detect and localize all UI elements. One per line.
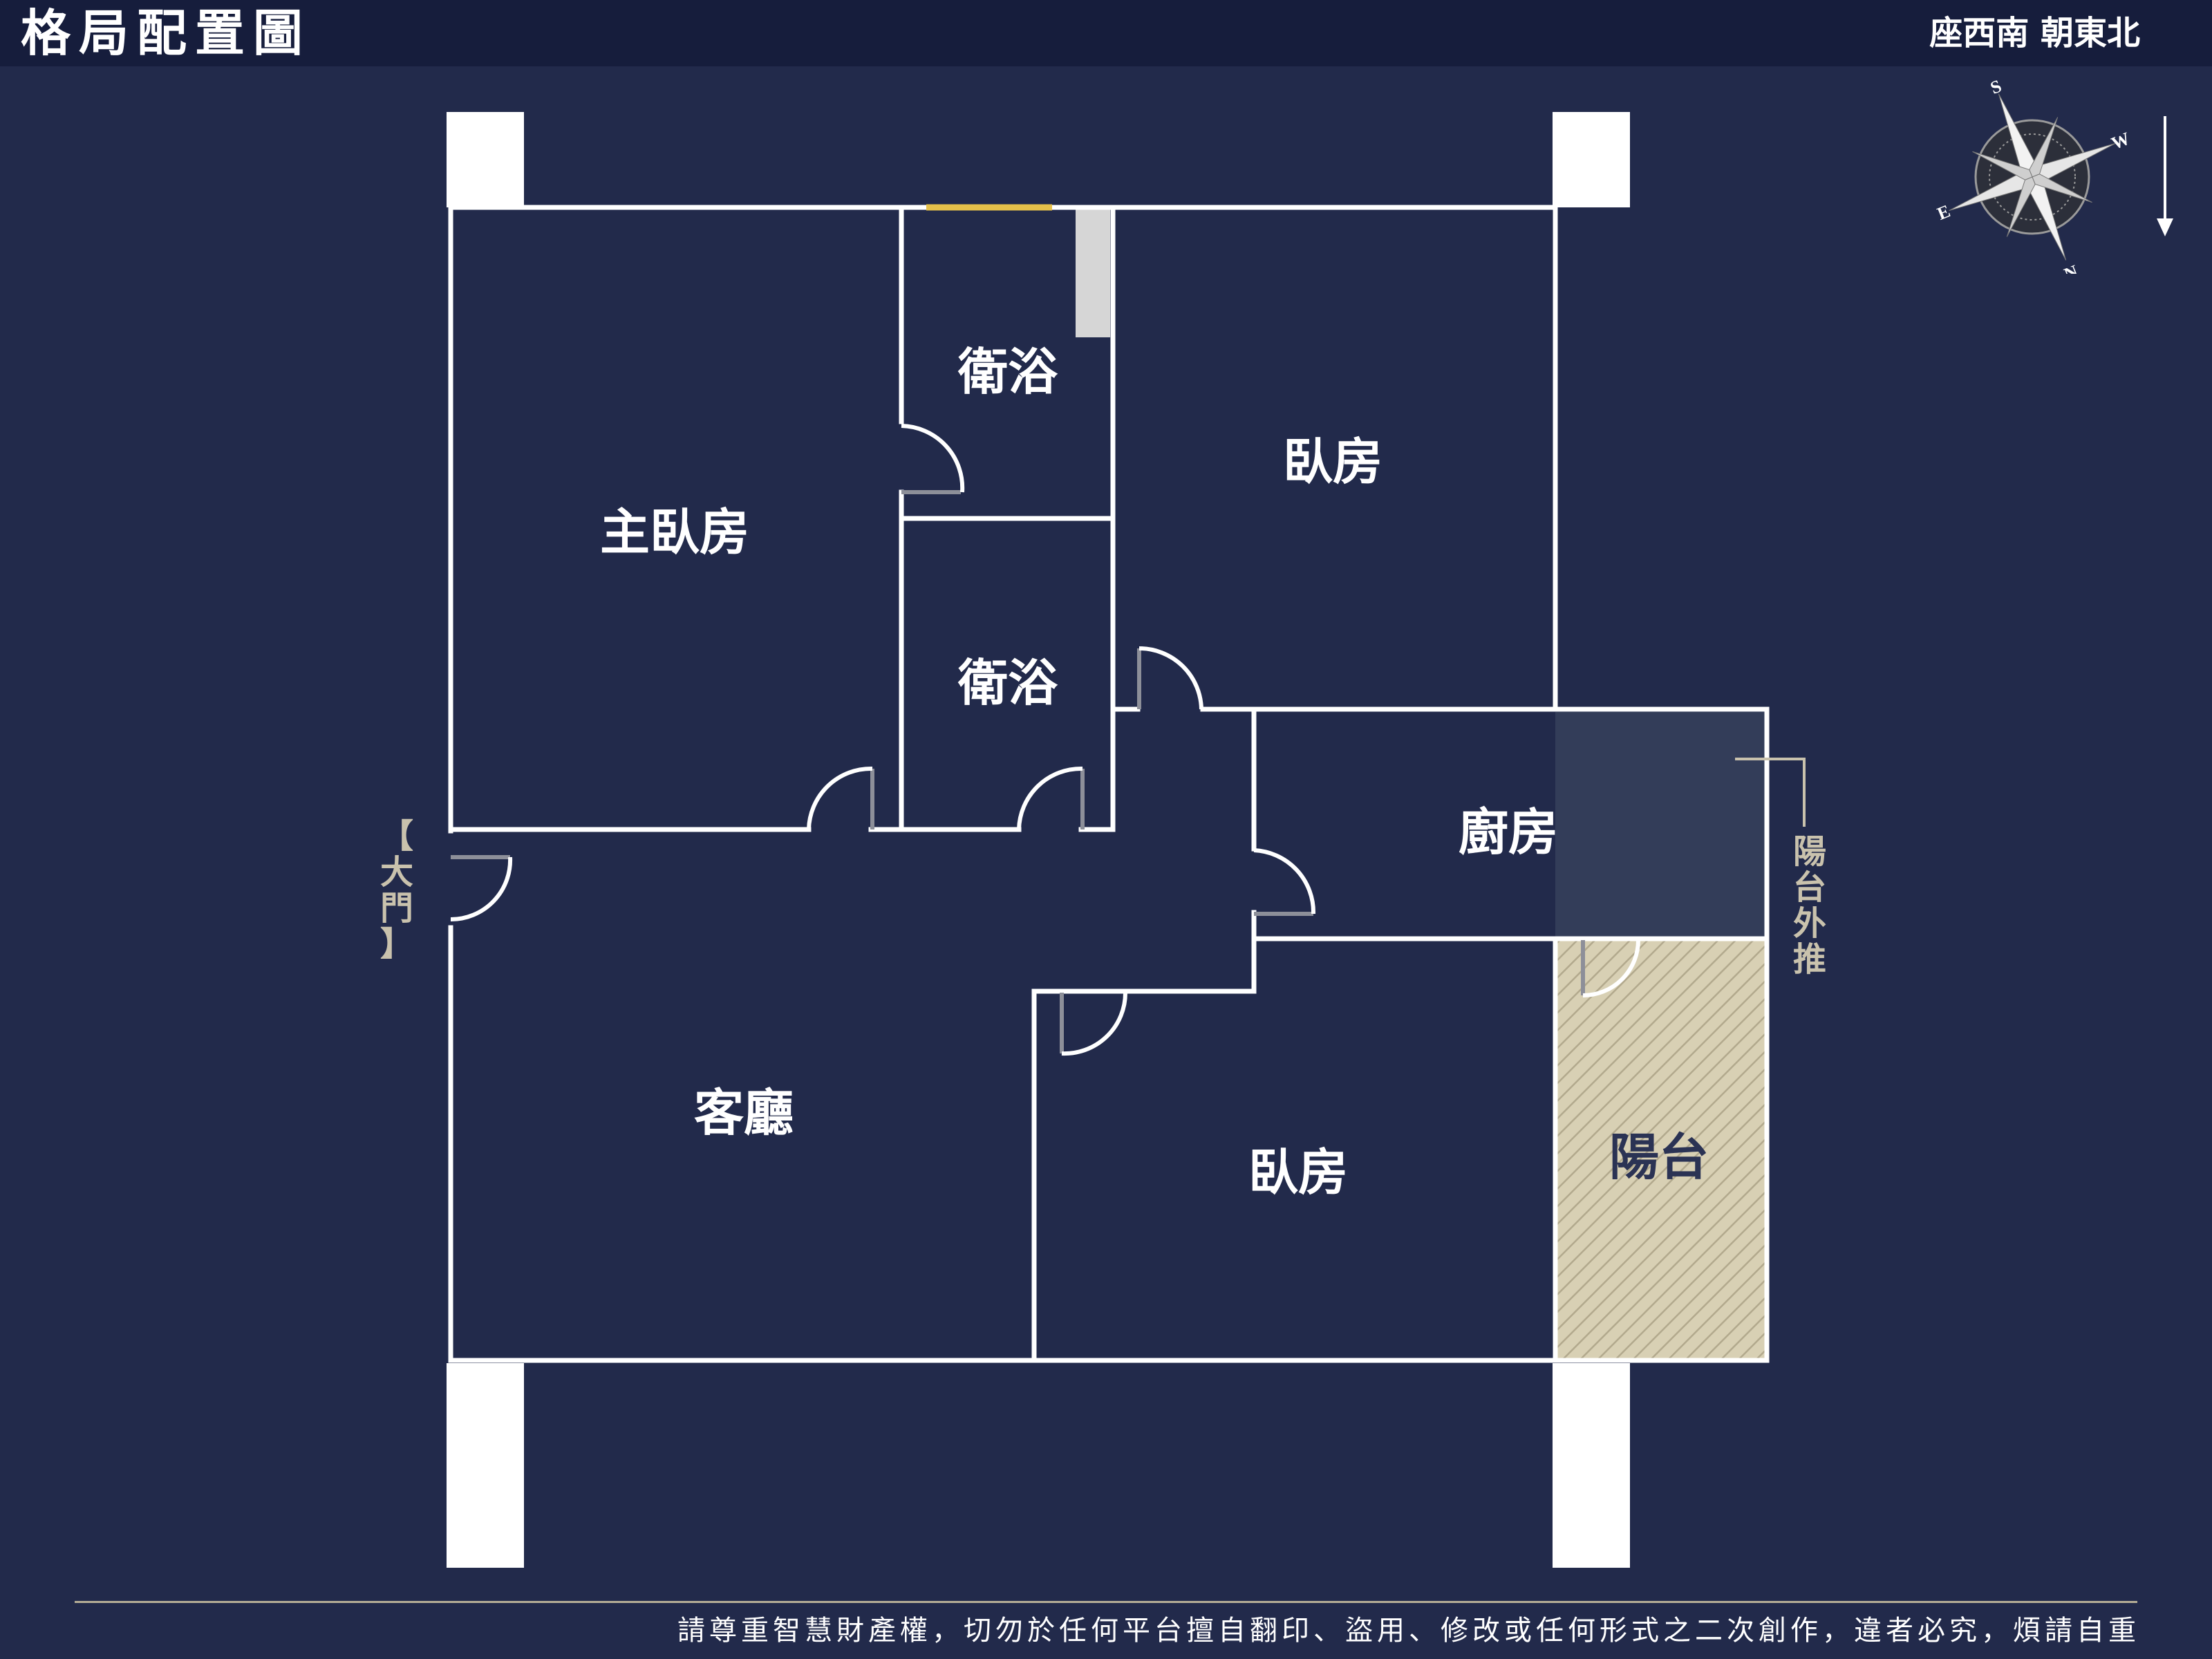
room-label-bedroom-2: 臥房 <box>1248 1143 1349 1201</box>
room-label-balcony: 陽台 <box>1609 1128 1709 1186</box>
balcony-extension-char-2: 台 <box>1792 868 1826 907</box>
column-top-left <box>447 112 524 207</box>
header-bar <box>0 0 2212 66</box>
main-door-bracket-close: 】 <box>379 925 413 964</box>
column-bottom-left <box>447 1363 524 1568</box>
room-label-master-bedroom: 主臥房 <box>599 503 750 561</box>
balcony-extension-leader <box>1735 758 1806 827</box>
doors <box>450 424 1640 1056</box>
balcony-extension-area <box>1555 712 1767 937</box>
balcony-extension-char-4: 推 <box>1792 940 1826 979</box>
main-door-char-1: 大 <box>379 853 413 892</box>
compass-letter-e: E <box>1936 201 1953 224</box>
compass-letter-w: W <box>2108 129 2129 154</box>
room-label-bedroom-1: 臥房 <box>1282 433 1383 491</box>
column-top-right <box>1553 112 1630 207</box>
balcony-extension-char-1: 陽 <box>1792 832 1826 871</box>
balcony-extension-label: 陽 台 外 推 <box>1790 834 1829 977</box>
orientation-label: 座西南 朝東北 <box>1929 14 2140 53</box>
duct-shaft <box>1076 209 1110 337</box>
room-label-bath-1: 衛浴 <box>957 343 1058 401</box>
page-title: 格局配置圖 <box>21 4 312 62</box>
main-door-bracket-open: 【 <box>379 817 413 856</box>
compass-letter-n: N <box>2061 261 2081 274</box>
room-label-kitchen: 廚房 <box>1458 803 1559 861</box>
footer-divider <box>75 1601 2137 1603</box>
copyright-notice: 請尊重智慧財產權，切勿於任何平台擅自翻印、盜用、修改或任何形式之二次創作，違者必… <box>677 1615 2140 1647</box>
balcony-extension-char-3: 外 <box>1792 904 1826 943</box>
room-label-bath-2: 衛浴 <box>957 654 1058 712</box>
main-door-char-2: 門 <box>379 889 413 928</box>
column-bottom-right <box>1553 1363 1630 1568</box>
balcony-area <box>1555 939 1767 1360</box>
compass-letter-s: S <box>1987 80 2004 98</box>
facing-down-arrow-icon <box>2157 116 2173 236</box>
compass-rose-icon: S W N E <box>1936 80 2129 274</box>
room-label-living-room: 客廳 <box>693 1084 794 1142</box>
main-door-label: 【 大 門 】 <box>377 818 416 962</box>
